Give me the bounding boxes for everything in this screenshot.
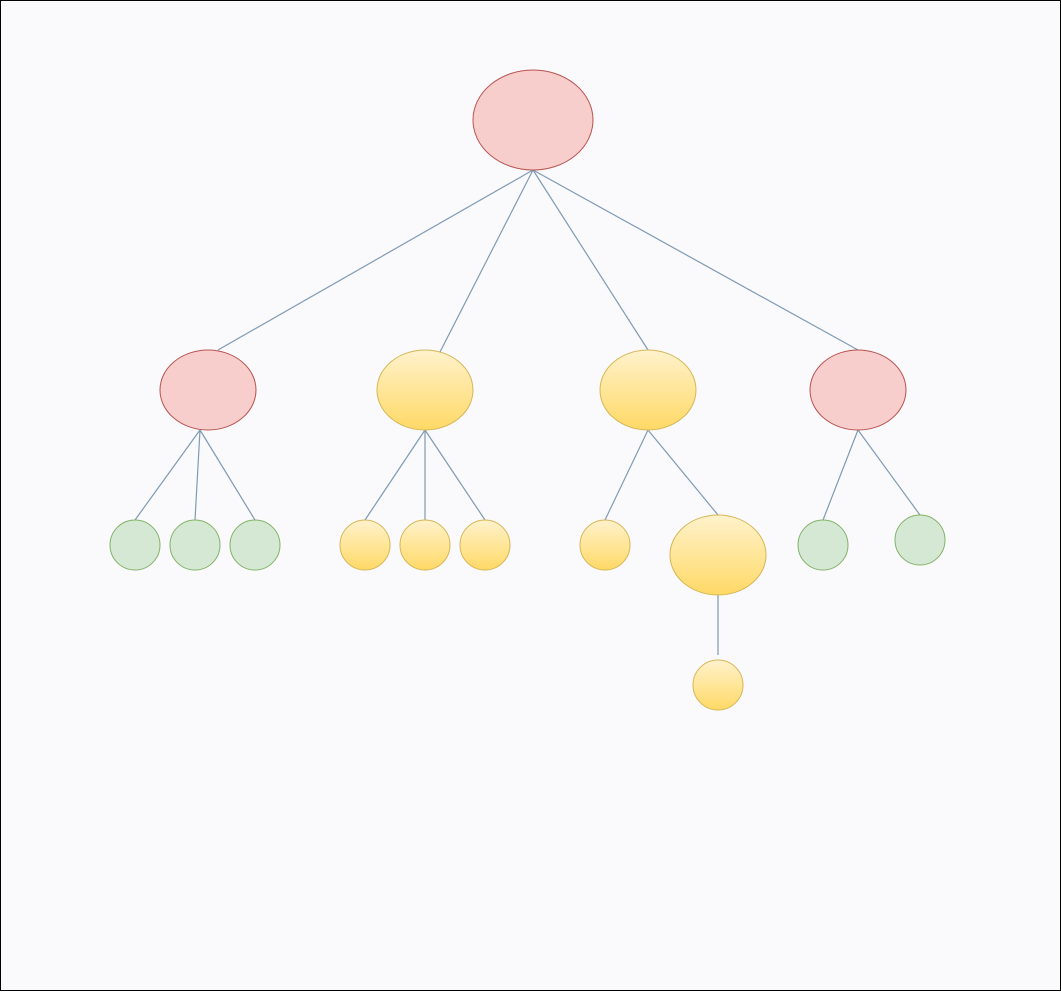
edge-root-d [532,169,859,351]
node-c1-yellow[interactable] [579,519,631,571]
node-c2a-yellow[interactable] [692,659,744,711]
node-b2-yellow[interactable] [399,519,451,571]
edge-root-a [217,169,534,351]
edge-a-a2 [194,429,201,521]
node-d-red[interactable] [809,349,907,431]
node-a2-green[interactable] [169,519,221,571]
node-b-yellow[interactable] [376,349,474,431]
edge-b-b1 [364,429,426,521]
node-d1-green[interactable] [797,519,849,571]
node-a1-green[interactable] [109,519,161,571]
edge-root-b [439,169,534,353]
nodes [109,69,946,711]
node-b3-yellow[interactable] [459,519,511,571]
edge-d-d1 [822,429,859,521]
node-b1-yellow[interactable] [339,519,391,571]
edges [134,169,921,655]
edge-root-c [532,169,649,351]
node-root-red[interactable] [472,69,594,171]
edge-c-c2 [647,429,719,516]
edge-b-b3 [424,429,486,521]
node-a-red[interactable] [159,349,257,431]
node-c2-yellow[interactable] [669,514,767,596]
node-c-yellow[interactable] [599,349,697,431]
edge-c-c1 [604,429,649,521]
node-d2-green[interactable] [894,514,946,566]
edge-a-a1 [134,429,201,521]
edge-d-d2 [857,429,921,516]
edge-a-a3 [199,429,256,521]
node-a3-green[interactable] [229,519,281,571]
